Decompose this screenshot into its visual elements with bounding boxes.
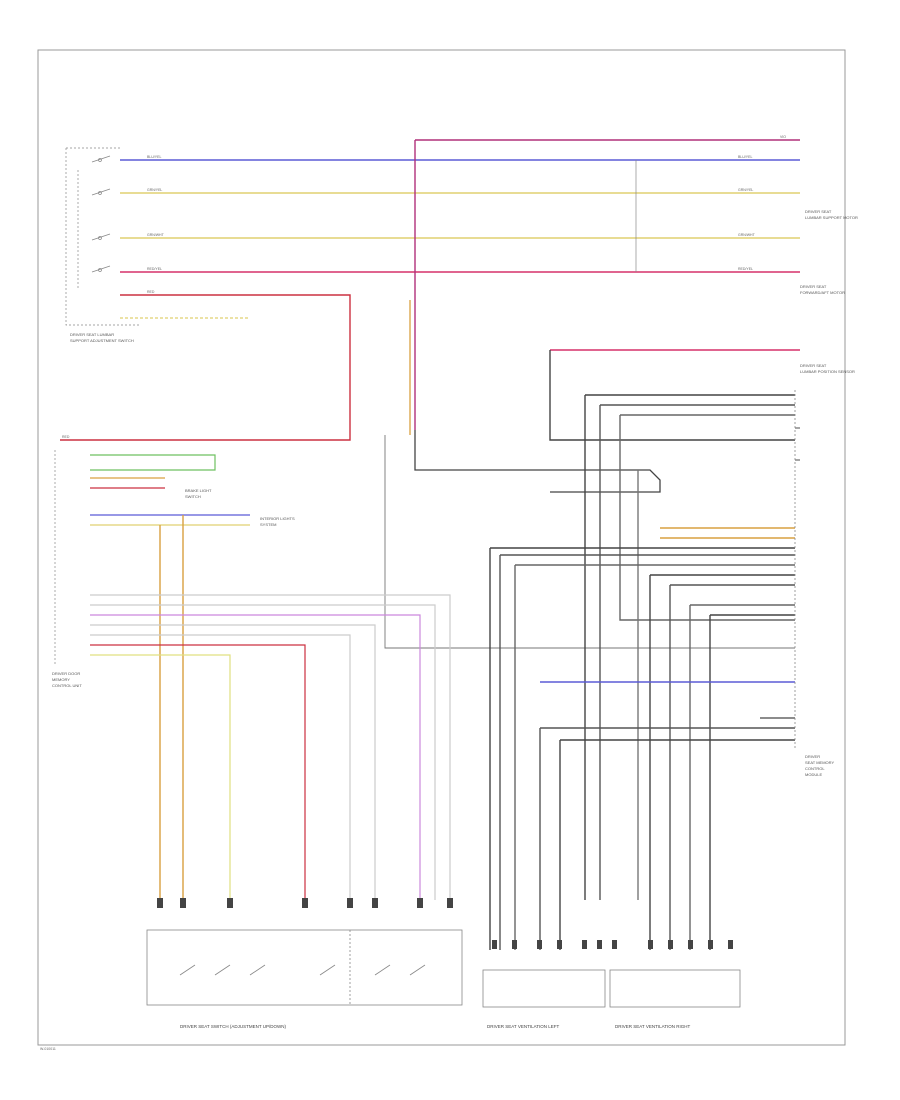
wire-label: RED [147, 290, 155, 294]
lumbar-switch-component [65, 147, 140, 326]
lumbar-switch-label-2: SUPPORT ADJUSTMENT SWITCH [70, 338, 134, 343]
seat-switch-caption: DRIVER SEAT SWITCH (ADJUSTMENT UP/DOWN) [180, 1024, 287, 1029]
memory-unit-label-2: MEMORY [52, 677, 70, 682]
page-code: W-010011 [40, 1047, 56, 1051]
wire-label: BLU/YEL [738, 155, 752, 159]
memory-unit-label-3: CONTROL UNIT [52, 683, 82, 688]
top-wire-labels: BLU/YEL GRN/YEL GRN/WHT RED/YEL BLU/YEL … [147, 135, 786, 271]
lumbar-switch-label-1: DRIVER SEAT LUMBAR [70, 332, 114, 337]
interior-lights-label-1: INTERIOR LIGHTS [260, 516, 295, 521]
wire-label: RED/YEL [147, 267, 162, 271]
vent-left-caption: DRIVER SEAT VENTILATION LEFT [487, 1024, 560, 1029]
fwd-aft-label-1: DRIVER SEAT [800, 284, 827, 289]
fwd-aft-label-2: FORWARD/AFT MOTOR [800, 290, 845, 295]
right-wire-bundle [489, 349, 800, 950]
red-loop-wire [60, 294, 351, 441]
bottom-connectors-left [157, 898, 453, 908]
wire-label: GRN/YEL [147, 188, 162, 192]
memory-module-label-1: DRIVER [805, 754, 820, 759]
memory-unit-wires [90, 454, 451, 900]
interior-lights-label-2: SYSTEM [260, 522, 276, 527]
lumbar-motor-label-1: DRIVER SEAT [805, 209, 832, 214]
wire-label: VIO [780, 135, 786, 139]
wire-label: GRN/YEL [738, 188, 753, 192]
wire-label: GRN/WHT [738, 233, 756, 237]
stop-light-label-1: BRAKE LIGHT [185, 488, 212, 493]
bottom-connectors-right [492, 940, 733, 949]
vent-right-caption: DRIVER SEAT VENTILATION RIGHT [615, 1024, 691, 1029]
wire-label: BLU/YEL [147, 155, 161, 159]
top-wires [120, 139, 800, 430]
memory-unit-label-1: DRIVER DOOR [52, 671, 80, 676]
sensor-label-1: DRIVER SEAT [800, 363, 827, 368]
diagram-frame [37, 49, 846, 1046]
sensor-label-2: LUMBAR POSITION SENSOR [800, 369, 855, 374]
memory-module-label-2: SEAT MEMORY [805, 760, 834, 765]
stop-light-label-2: SWITCH [185, 494, 201, 499]
seat-switch-block [146, 929, 463, 1006]
ventilation-blocks [482, 969, 741, 1008]
memory-module-label-3: CONTROL [805, 766, 825, 771]
wire-label: RED [62, 435, 70, 439]
wire-label: RED/YEL [738, 267, 753, 271]
center-vertical-wires [384, 300, 795, 649]
wire-label: GRN/WHT [147, 233, 165, 237]
lumbar-motor-label-2: LUMBAR SUPPORT MOTOR [805, 215, 858, 220]
memory-module-label-4: MODULE [805, 772, 822, 777]
